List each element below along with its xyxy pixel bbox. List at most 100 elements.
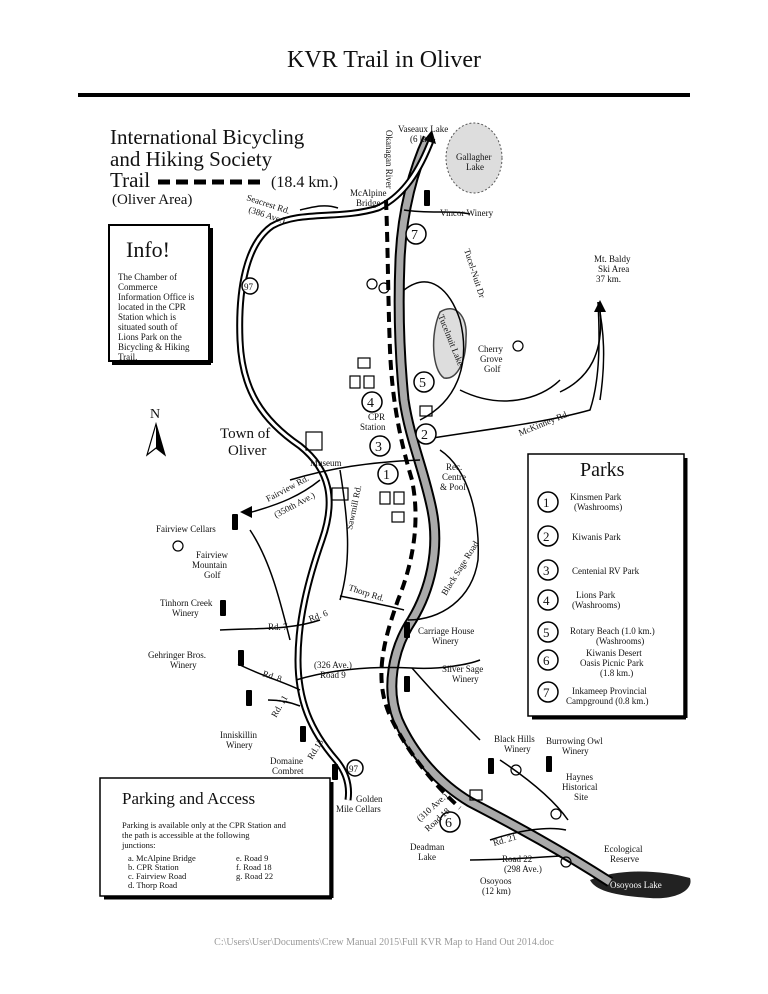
map-park-2: 2 (421, 428, 428, 443)
gallagher-lake (445, 122, 503, 194)
cherry-grove-label: Cherry (478, 344, 503, 354)
info-line: The Chamber of (118, 272, 177, 282)
header-line3: Trail (110, 168, 150, 192)
highway-97-shield (346, 759, 364, 777)
silver-sage-label: Winery (452, 674, 479, 684)
haynes-label: Site (574, 792, 588, 802)
highway-97-inner (238, 137, 434, 801)
wine-bottle-icon (232, 514, 238, 530)
north-arrow: N (145, 407, 167, 457)
wine-bottle-icon (300, 726, 306, 742)
tucelnuit-lake (432, 308, 467, 379)
parks-legend-num: 3 (543, 563, 550, 578)
mt-baldy-arrow-head (594, 300, 606, 312)
haynes-label: Historical (562, 782, 598, 792)
kvr-trail (379, 199, 462, 810)
deadman-label: Lake (418, 852, 436, 862)
fairview-cellars-label: Fairview Cellars (156, 524, 216, 534)
parking-desc: Parking is available only at the CPR Sta… (122, 820, 287, 830)
parking-desc: the path is accessible at the following (122, 830, 250, 840)
info-line: Information Office is (118, 292, 195, 302)
parking-junction: c. Fairview Road (128, 871, 187, 881)
vincor-label: Vincor Winery (440, 208, 494, 218)
inniskillin-label: Winery (226, 740, 253, 750)
osoyoos-lake-label: Osoyoos Lake (610, 880, 662, 890)
golfer-icon (172, 540, 184, 552)
osoyoos-lake (590, 871, 691, 899)
tinhorn-label: Winery (172, 608, 199, 618)
washroom-icon (393, 491, 405, 505)
domaine-label: Combret (272, 766, 304, 776)
rd11-label: Rd. 11 (269, 693, 289, 719)
parks-legend-num: 4 (543, 593, 550, 608)
parks-legend-note: (1.8 km.) (600, 668, 633, 678)
rd21-label: Rd. 21 (492, 832, 518, 848)
parking-desc: junctions: (121, 840, 156, 850)
gehringer-label: Gehringer Bros. (148, 650, 206, 660)
parks-legend-note: Campground (0.8 km.) (566, 696, 649, 706)
parks-legend-note: Oasis Picnic Park (580, 658, 644, 668)
bicycle-icon (366, 278, 378, 290)
wine-bottle-icon (488, 758, 494, 774)
vaseaux-arrow-head (424, 130, 436, 144)
mcalpine-label: McAlpine (350, 188, 387, 198)
wine-bottle-icon (220, 600, 226, 616)
rd7-label: Rd. 7 (268, 622, 288, 632)
road22-label: (298 Ave.) (504, 864, 542, 874)
mt-baldy-label: 37 km. (596, 274, 621, 284)
picnic-table-icon (419, 405, 433, 417)
okanagan-river-fill (388, 136, 612, 885)
info-line: Lions Park on the (118, 332, 182, 342)
parking-junction: g. Road 22 (236, 871, 273, 881)
black-hills-label: Winery (504, 744, 531, 754)
domaine-label: Domaine (270, 756, 303, 766)
ecological-label: Ecological (604, 844, 643, 854)
binoculars-icon (560, 856, 572, 868)
fairview-arrow-head (240, 506, 252, 518)
info-box: Info! The Chamber of Commerce Informatio… (108, 224, 213, 365)
tinhorn-label: Tinhorn Creek (160, 598, 213, 608)
highway-97-shield-label: 97 (244, 282, 254, 292)
gallagher-label: Lake (466, 162, 484, 172)
cpr-station-label: CPR (368, 412, 385, 422)
fairview-mtn-label: Golf (204, 570, 221, 580)
map-park-markers: 7 5 4 2 3 1 6 (361, 223, 461, 833)
gallagher-label: Gallagher (456, 152, 491, 162)
mcalpine-label: Bridge (356, 198, 381, 208)
parks-title: Parks (580, 459, 625, 481)
parks-legend-num: 2 (543, 529, 550, 544)
okanagan-river-label: Okanagan River (384, 130, 394, 189)
title-rule (78, 93, 690, 97)
wine-bottle-icon (332, 764, 338, 780)
burrowing-owl-label: Winery (562, 746, 589, 756)
carriage-label: Carriage House (418, 626, 474, 636)
rv-icon (331, 487, 349, 501)
parks-legend-num: 5 (543, 625, 550, 640)
facility-icons (172, 278, 572, 868)
parking-junction: f. Road 18 (236, 862, 272, 872)
header-line1: International Bicycling (110, 125, 305, 149)
road9-label: (326 Ave.) (314, 660, 352, 670)
map-park-7: 7 (411, 228, 418, 243)
info-line: Bicycling & Hiking (118, 342, 190, 352)
bicycle-icon (378, 282, 390, 294)
parks-legend-num: 7 (543, 685, 550, 700)
parking-title: Parking and Access (122, 789, 255, 808)
map-park-4: 4 (367, 396, 374, 411)
deadman-label: Deadman (410, 842, 445, 852)
mt-baldy-arrow (559, 309, 602, 393)
fairview-mtn-label: Fairview (196, 550, 228, 560)
rec-centre-label: & Pool (440, 482, 466, 492)
header-distance: (18.4 km.) (271, 174, 338, 191)
map-header: International Bicycling and Hiking Socie… (110, 125, 338, 208)
map-park-5: 5 (419, 376, 426, 391)
carriage-label: Winery (432, 636, 459, 646)
rec-centre-label: Centre (442, 472, 466, 482)
north-label: N (150, 407, 160, 422)
golden-mile-label: Mile Cellars (336, 804, 381, 814)
header-area: (Oliver Area) (112, 192, 192, 208)
wine-bottle-icon (424, 190, 430, 206)
golden-mile-label: Golden (356, 794, 383, 804)
inniskillin-label: Inniskillin (220, 730, 258, 740)
